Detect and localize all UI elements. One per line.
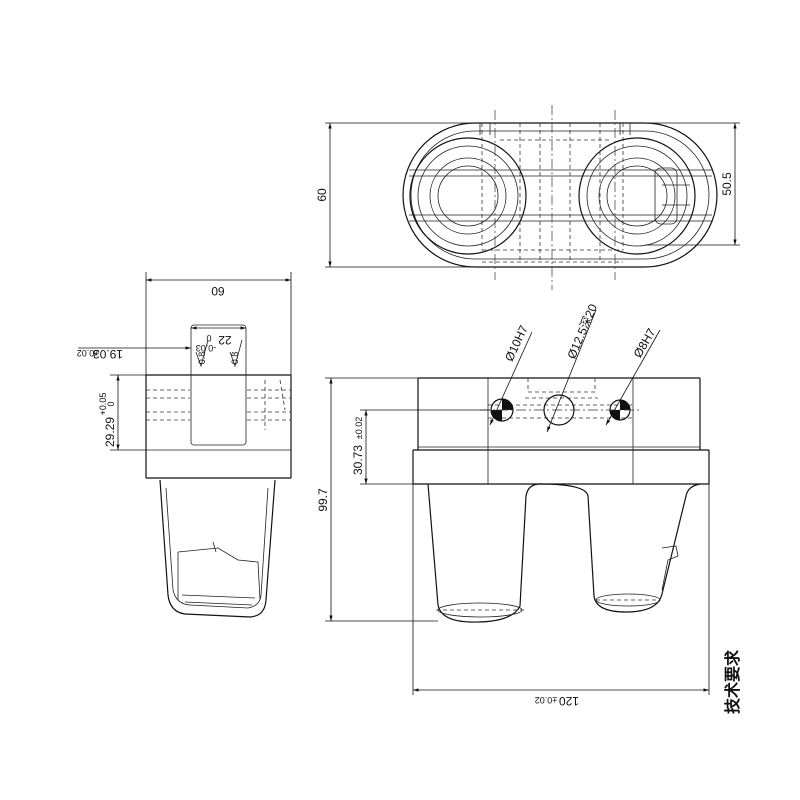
top-view	[325, 105, 740, 290]
label-hole-right: Ø8H7	[631, 326, 659, 360]
dim-side-height-tol-b: 0	[106, 401, 116, 406]
dim-front-width-tol: ±0.02	[535, 695, 557, 705]
notes-title: 技术要求	[723, 649, 742, 714]
dim-front-width: 120	[559, 694, 579, 708]
dim-front-hole-height: 30.73	[351, 445, 365, 475]
dim-front-height: 99.7	[316, 488, 330, 512]
dim-slot-tol-b: -0.03	[196, 343, 217, 353]
dim-slot-width: 22	[218, 333, 232, 347]
label-hole-mid: Ø12.5深20	[565, 302, 601, 361]
dim-top-inner: 50.5	[720, 172, 734, 196]
dim-side-offset: 19.03	[93, 347, 123, 361]
dim-front-hole-tol: ±0.02	[354, 417, 364, 439]
dim-side-height-tol-a: +0.05	[98, 393, 108, 416]
dim-side-height: 29.29	[103, 417, 117, 447]
dim-side-width: 60	[211, 284, 225, 298]
roughness-left: 0.8	[197, 352, 207, 365]
side-view	[78, 272, 292, 618]
roughness-right: 0.8	[230, 352, 240, 365]
dim-side-offset-tol: ±0.02	[77, 348, 99, 358]
dim-top-height: 60	[315, 188, 329, 202]
dim-slot-tol-a: 0	[206, 333, 211, 343]
front-view	[325, 309, 710, 695]
